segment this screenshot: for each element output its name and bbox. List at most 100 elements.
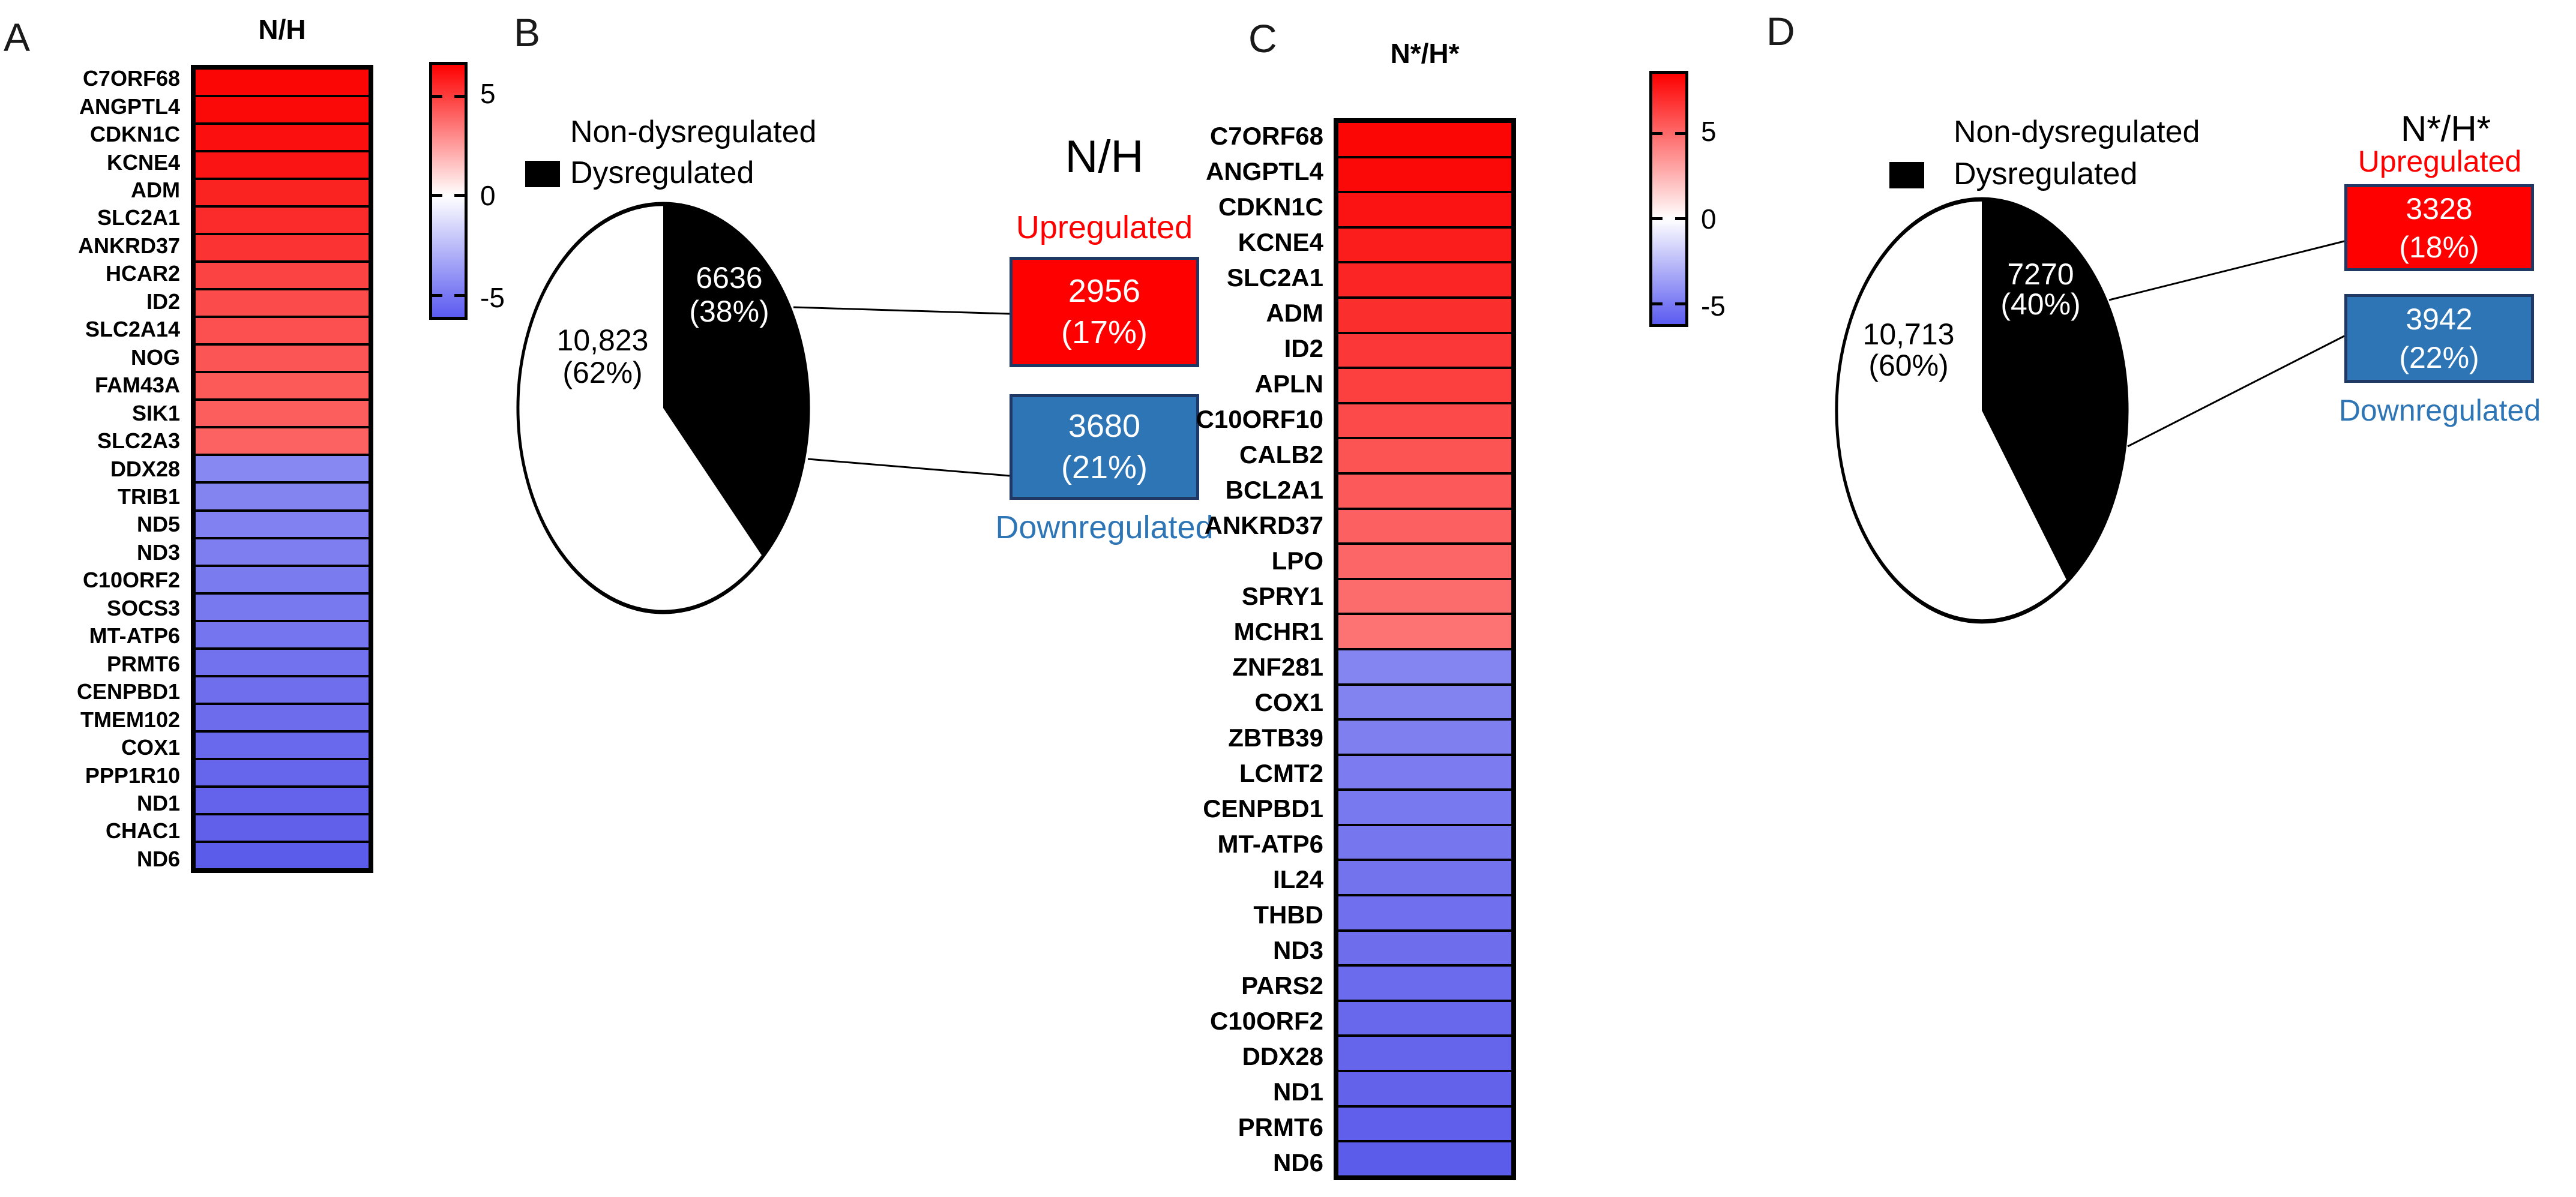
- gene-label: ADM: [131, 178, 180, 203]
- legend-label-non-dysregulated-d: Non-dysregulated: [1954, 115, 2200, 149]
- heatmap-cell: [1338, 647, 1511, 683]
- heatmap-cell: [196, 536, 369, 565]
- colorbar-tick: [1652, 217, 1663, 220]
- gene-label: ANGPTL4: [79, 94, 180, 119]
- gene-label: C10ORF2: [82, 568, 180, 593]
- pie-nh-non-dysregulated-count: 10,823: [556, 323, 649, 357]
- upregulated-label-nstar: Upregulated: [2358, 145, 2522, 178]
- heatmap-cell: [196, 674, 369, 703]
- gene-label: TRIB1: [117, 484, 180, 509]
- gene-label: COX1: [1254, 688, 1323, 716]
- gene-label: CDKN1C: [89, 122, 180, 147]
- downregulated-pct-nh: (21%): [1061, 449, 1148, 485]
- heatmap-cell: [196, 564, 369, 592]
- gene-label: ZBTB39: [1228, 723, 1323, 752]
- colorbar-tick: [454, 94, 465, 98]
- downregulated-label-nh: Downregulated: [995, 509, 1214, 545]
- gene-label: ND1: [1272, 1077, 1323, 1106]
- upregulated-label-nh: Upregulated: [1016, 209, 1193, 245]
- gene-label: ID2: [146, 289, 180, 314]
- colorbar-tick: [432, 293, 442, 297]
- panel-letter-d: D: [1766, 9, 1795, 53]
- colorbar-tick: [454, 194, 465, 197]
- gene-label: CALB2: [1239, 440, 1323, 469]
- downregulated-box-nh: 3680 (21%): [1010, 394, 1199, 500]
- heatmap-cell: [196, 371, 369, 399]
- heatmap-cell: [196, 509, 369, 537]
- heatmap-cell: [196, 481, 369, 509]
- upregulated-pct-nstar: (18%): [2399, 230, 2479, 264]
- gene-label: C7ORF68: [1209, 121, 1323, 150]
- legend-label-dysregulated: Dysregulated: [570, 155, 754, 190]
- heatmap-cell: [196, 647, 369, 675]
- colorbar-tick: [1675, 132, 1685, 136]
- gene-label: C10ORF10: [1196, 404, 1323, 433]
- heatmap-cell: [1338, 964, 1511, 1000]
- gene-label: SLC2A1: [1226, 263, 1323, 292]
- gene-label: DDX28: [1242, 1042, 1323, 1070]
- gene-label: DDX28: [110, 456, 180, 481]
- panel-letter-c: C: [1248, 16, 1277, 61]
- heatmap-cell: [1338, 788, 1511, 824]
- colorbar-tick-label: 5: [480, 78, 496, 110]
- gene-label: ND3: [1272, 935, 1323, 964]
- gene-label: SPRY1: [1241, 581, 1323, 610]
- gene-label: CDKN1C: [1218, 192, 1323, 221]
- downregulated-count-nh: 3680: [1068, 407, 1141, 444]
- heatmap-cell: [196, 233, 369, 261]
- gene-label: ND3: [136, 539, 180, 565]
- gene-label: SLC2A1: [97, 205, 180, 230]
- heatmap-cell: [196, 205, 369, 233]
- gene-label: SLC2A14: [85, 317, 180, 342]
- gene-label: SOCS3: [106, 595, 180, 620]
- pie-nh-dysregulated-count: 6636: [696, 261, 763, 295]
- heatmap-cell: [196, 343, 369, 371]
- gene-label: CHAC1: [105, 818, 180, 844]
- gene-label: LPO: [1271, 546, 1323, 575]
- heatmap-cell: [1338, 577, 1511, 613]
- heatmap-cell: [1338, 1105, 1511, 1141]
- heatmap-cell: [1338, 718, 1511, 754]
- heatmap-cell: [196, 288, 369, 316]
- heatmap-cell: [1338, 894, 1511, 929]
- pie-nh-ratio-title: N/H: [1065, 131, 1144, 182]
- heatmap-cell: [1338, 226, 1511, 262]
- heatmap-cell: [1338, 753, 1511, 789]
- heatmap-cell: [196, 730, 369, 758]
- colorbar-tick: [1675, 217, 1685, 220]
- downregulated-label-nstar: Downregulated: [2338, 394, 2541, 427]
- gene-label: ND5: [136, 512, 180, 537]
- gene-label: C10ORF2: [1209, 1006, 1323, 1035]
- gene-label: PPP1R10: [85, 763, 180, 788]
- heatmap-cell: [1338, 683, 1511, 719]
- heatmap-cell: [196, 95, 369, 123]
- colorbar-tick-label: 5: [1701, 116, 1717, 148]
- heatmap-cell: [1338, 613, 1511, 648]
- pie-nh-non-dysregulated-pct: (62%): [562, 356, 643, 389]
- downregulated-count-nstar: 3942: [2406, 302, 2473, 336]
- heatmap-cell: [1338, 929, 1511, 965]
- pie-nstar-dysregulated-pct: (40%): [2000, 287, 2081, 321]
- gene-label: IL24: [1272, 865, 1323, 893]
- gene-label: CENPBD1: [1203, 794, 1323, 823]
- heatmap-cell: [1338, 1070, 1511, 1105]
- heatmap-cell: [196, 122, 369, 151]
- heatmap-cell: [1338, 367, 1511, 402]
- colorbar-tick: [432, 94, 442, 98]
- gene-label: SIK1: [131, 400, 180, 425]
- pie-nh-dysregulated-pct: (38%): [689, 295, 769, 328]
- legend-swatch-non-dysregulated: [525, 120, 560, 146]
- heatmap-cell: [1338, 437, 1511, 472]
- heatmap-cell: [1338, 261, 1511, 296]
- pie-nstar-ratio-title: N*/H*: [2400, 109, 2491, 149]
- gene-label: LCMT2: [1239, 758, 1323, 787]
- upregulated-box-nstar: 3328 (18%): [2344, 184, 2534, 271]
- heatmap-a-title: N/H: [258, 14, 306, 45]
- heatmap-cell: [1338, 507, 1511, 543]
- gene-label: BCL2A1: [1225, 475, 1323, 504]
- upregulated-count-nh: 2956: [1068, 272, 1141, 309]
